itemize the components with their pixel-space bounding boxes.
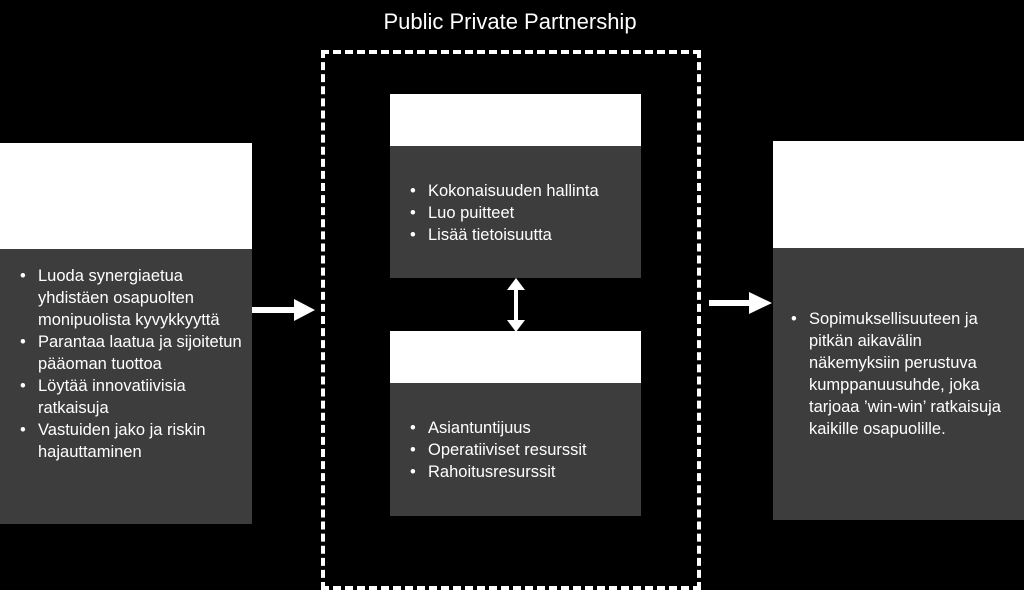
- arrow-right-icon: [709, 292, 772, 314]
- double-arrow-icon: [507, 278, 525, 332]
- left-box-body: •Luoda synergiaetua yhdistäen osapuolten…: [0, 249, 252, 524]
- list-item: •Kokonaisuuden hallinta: [410, 182, 599, 200]
- list-item: •Parantaa laatua ja sijoitetun pääoman t…: [20, 333, 242, 373]
- bottom-center-box-header: [390, 331, 641, 383]
- list-item: •Vastuiden jako ja riskin hajauttaminen: [20, 421, 206, 461]
- right-box: •Sopimuksellisuuteen ja pitkän aikavälin…: [773, 141, 1024, 520]
- list-item: •Luo puitteet: [410, 204, 515, 222]
- list-item: •Luoda synergiaetua yhdistäen osapuolten…: [20, 267, 220, 329]
- list-item: •Asiantuntijuus: [410, 419, 531, 437]
- top-center-box-header: [390, 94, 641, 146]
- list-item: •Rahoitusresurssit: [410, 463, 556, 481]
- arrow-right-icon: [252, 299, 315, 321]
- list-item: •Löytää innovatiivisia ratkaisuja: [20, 377, 186, 417]
- list-item: •Sopimuksellisuuteen ja pitkän aikavälin…: [791, 310, 1001, 438]
- bottom-center-box: •Asiantuntijuus •Operatiiviset resurssit…: [390, 331, 641, 516]
- top-center-box-list: •Kokonaisuuden hallinta •Luo puitteet •L…: [406, 180, 631, 246]
- top-center-box: •Kokonaisuuden hallinta •Luo puitteet •L…: [390, 94, 641, 278]
- right-box-list: •Sopimuksellisuuteen ja pitkän aikavälin…: [787, 308, 1014, 440]
- list-item: •Operatiiviset resurssit: [410, 441, 587, 459]
- diagram-title: Public Private Partnership: [383, 9, 637, 34]
- left-box-list: •Luoda synergiaetua yhdistäen osapuolten…: [16, 265, 242, 463]
- left-box: •Luoda synergiaetua yhdistäen osapuolten…: [0, 143, 252, 524]
- list-item: •Lisää tietoisuutta: [410, 226, 552, 244]
- right-box-body: •Sopimuksellisuuteen ja pitkän aikavälin…: [773, 248, 1024, 520]
- right-box-header: [773, 141, 1024, 248]
- bottom-center-box-body: •Asiantuntijuus •Operatiiviset resurssit…: [390, 383, 641, 516]
- bottom-center-box-list: •Asiantuntijuus •Operatiiviset resurssit…: [406, 417, 631, 483]
- top-center-box-body: •Kokonaisuuden hallinta •Luo puitteet •L…: [390, 146, 641, 278]
- left-box-header: [0, 143, 252, 249]
